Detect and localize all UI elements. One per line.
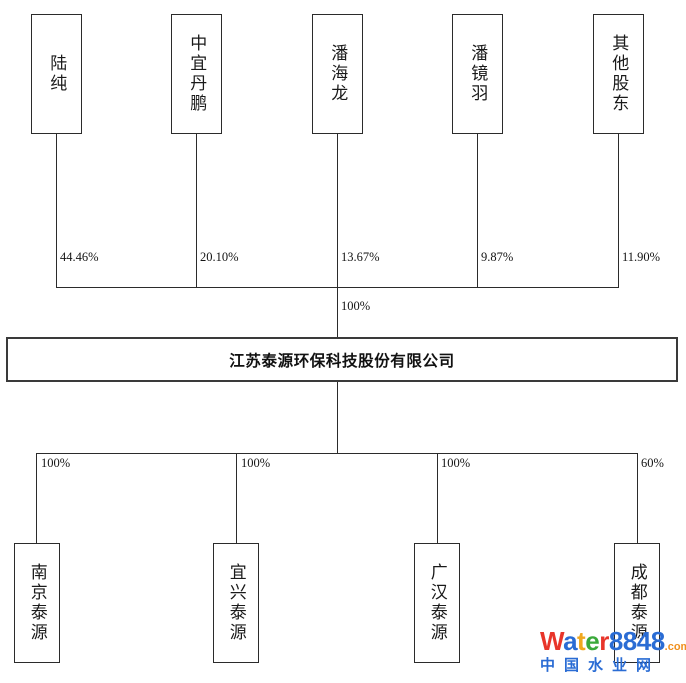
watermark-brand-line: Water8848.com: [540, 628, 686, 654]
shareholder-box-2[interactable]: 中宜丹鹏: [171, 14, 222, 134]
shareholder-percent-2: 20.10%: [200, 250, 239, 264]
connector-subsidiary-1: [36, 453, 38, 543]
connector-subsidiary-3: [437, 453, 439, 543]
subsidiary-box-3[interactable]: 广汉泰源: [414, 543, 460, 663]
watermark-letter-w: W: [540, 626, 564, 656]
watermark-digits: 8848: [608, 626, 665, 656]
subsidiary-box-2[interactable]: 宜兴泰源: [213, 543, 259, 663]
subsidiary-percent-4: 60%: [641, 456, 664, 470]
shareholder-percent-5: 11.90%: [622, 250, 661, 264]
shareholder-label-3: 潘海龙: [328, 44, 348, 104]
shareholder-percent-3: 13.67%: [341, 250, 380, 264]
shareholder-percent-4: 9.87%: [481, 250, 514, 264]
shareholder-label-4: 潘镜羽: [468, 44, 488, 104]
connector-shareholder-4: [477, 134, 479, 287]
connector-subsidiary-4: [637, 453, 639, 543]
watermark-dotcom: .com: [664, 641, 686, 653]
shareholder-box-1[interactable]: 陆纯: [31, 14, 82, 134]
connector-shareholder-2: [196, 134, 198, 287]
connector-shareholder-1: [56, 134, 58, 287]
watermark-letter-t: t: [577, 626, 586, 656]
subsidiary-percent-2: 100%: [241, 456, 271, 470]
connector-shareholder-3: [337, 134, 339, 287]
shareholder-box-4[interactable]: 潘镜羽: [452, 14, 503, 134]
connector-shareholder-5: [618, 134, 620, 287]
subsidiary-label-2: 宜兴泰源: [226, 563, 246, 643]
shareholder-box-3[interactable]: 潘海龙: [312, 14, 363, 134]
company-box[interactable]: 江苏泰源环保科技股份有限公司: [6, 337, 678, 382]
lower-bus-line: [36, 453, 638, 455]
subsidiary-label-1: 南京泰源: [27, 563, 47, 643]
connector-subsidiary-2: [236, 453, 238, 543]
connector-company-to-lower-bus: [337, 382, 339, 453]
subsidiary-percent-3: 100%: [441, 456, 471, 470]
trunk-percent-label: 100%: [341, 299, 371, 313]
shareholder-box-5[interactable]: 其他股东: [593, 14, 644, 134]
shareholder-label-2: 中宜丹鹏: [187, 34, 207, 114]
connector-trunk-to-company: [337, 287, 339, 337]
subsidiary-label-3: 广汉泰源: [427, 563, 447, 643]
subsidiary-label-4: 成都泰源: [627, 563, 647, 643]
watermark-letter-r: r: [599, 626, 609, 656]
shareholder-label-1: 陆纯: [47, 54, 67, 94]
subsidiary-box-1[interactable]: 南京泰源: [14, 543, 60, 663]
watermark-letter-a: a: [563, 626, 578, 656]
watermark: Water8848.com 中国水业网: [540, 628, 686, 673]
watermark-letter-e: e: [585, 626, 600, 656]
subsidiary-percent-1: 100%: [41, 456, 71, 470]
shareholder-label-5: 其他股东: [609, 34, 629, 114]
shareholder-percent-1: 44.46%: [60, 250, 99, 264]
company-name-label: 江苏泰源环保科技股份有限公司: [229, 352, 455, 370]
subsidiary-box-4[interactable]: 成都泰源: [614, 543, 660, 663]
watermark-chinese-line: 中国水业网: [540, 657, 661, 674]
